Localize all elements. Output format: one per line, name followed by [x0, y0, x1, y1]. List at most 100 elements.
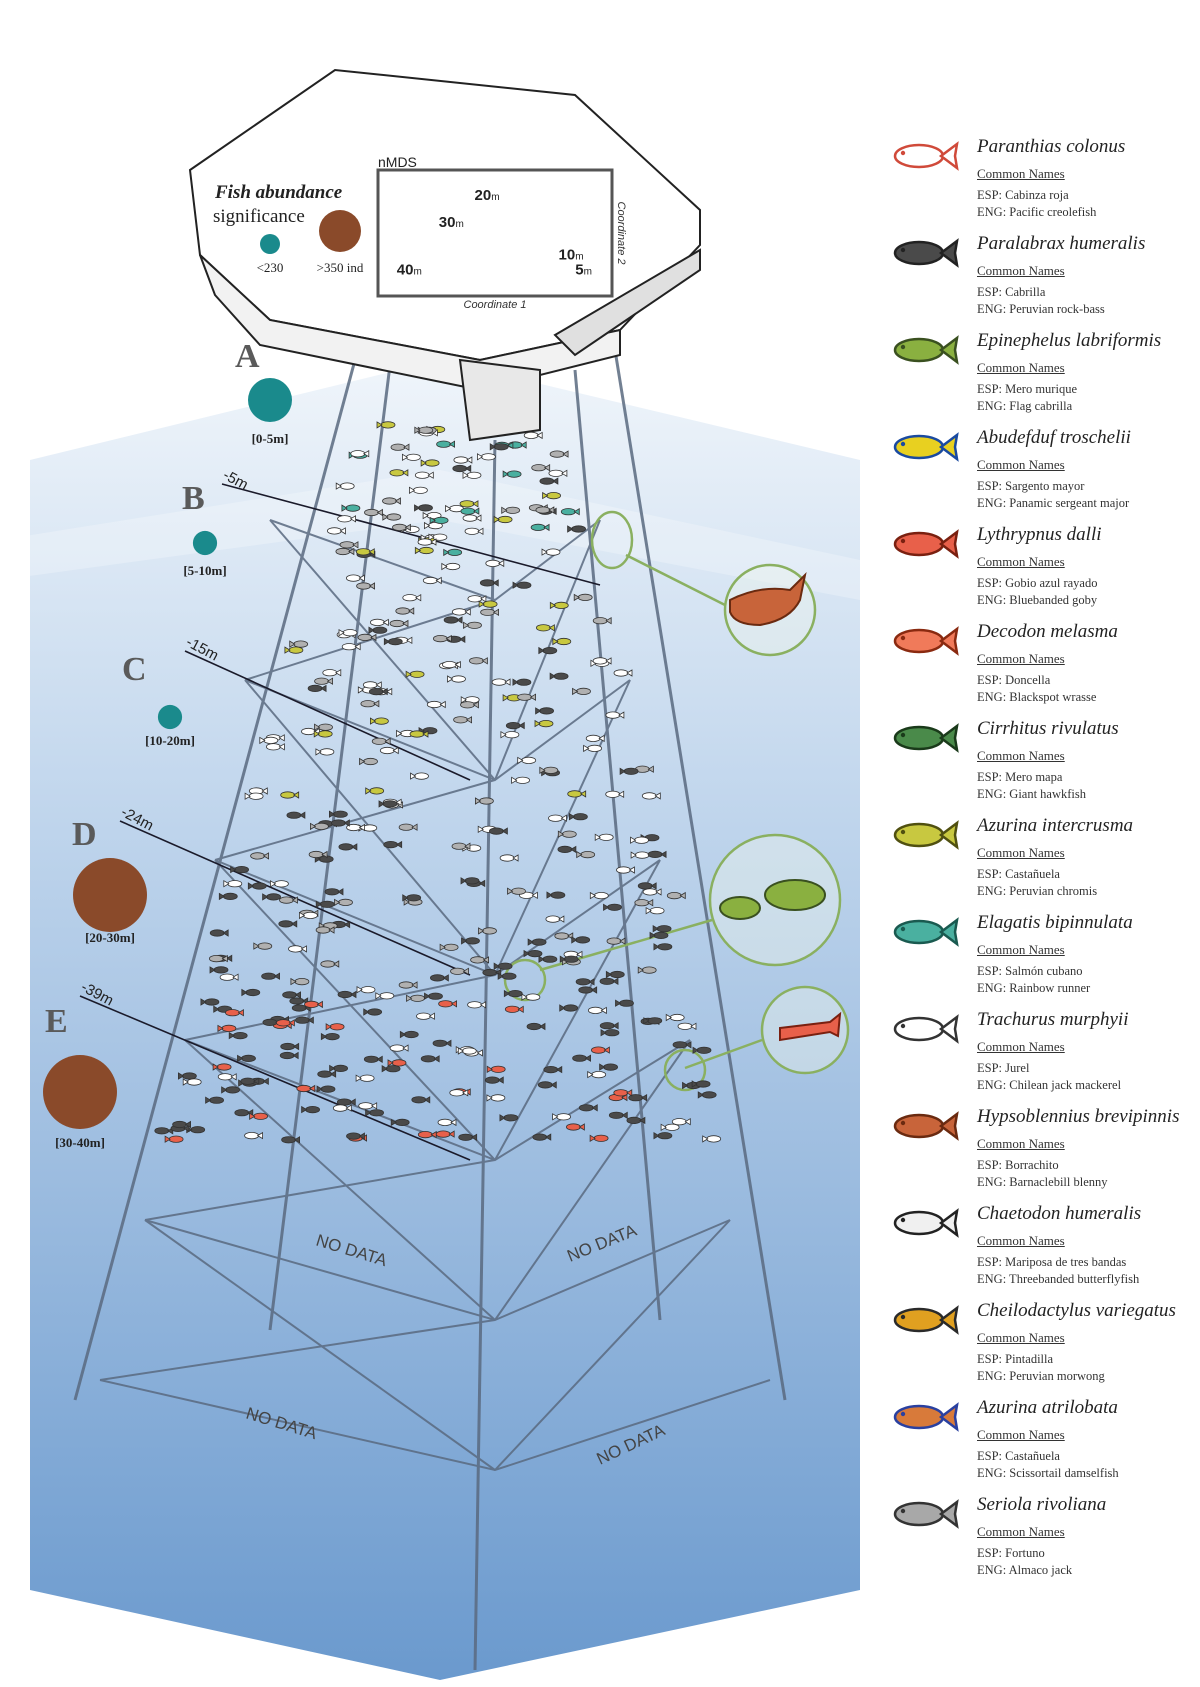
- red-goby-icon: [893, 529, 959, 559]
- swarm-fish: [390, 1118, 410, 1127]
- swarm-fish: [635, 765, 654, 773]
- swarm-fish: [447, 675, 466, 683]
- species-scientific-name: Cheilodactylus variegatus: [977, 1300, 1176, 1321]
- depth-line: [184, 650, 471, 781]
- swarm-fish: [368, 626, 388, 634]
- swarm-fish: [572, 687, 591, 696]
- swarm-fish: [491, 678, 511, 686]
- zone-depth-range: [30-40m]: [55, 1135, 105, 1150]
- species-english-name: ENG: Barnaclebill blenny: [977, 1175, 1108, 1189]
- swarm-fish: [453, 456, 473, 464]
- species-english-name: ENG: Panamic sergeant major: [977, 496, 1130, 510]
- swarm-fish: [399, 1030, 419, 1039]
- nmds-point-40m: 40m: [397, 262, 422, 279]
- swarm-fish: [269, 880, 289, 888]
- swarm-fish: [250, 852, 270, 860]
- swarm-fish: [334, 898, 353, 907]
- swarm-fish: [545, 915, 565, 923]
- swarm-fish: [369, 618, 389, 627]
- abundance-key: Fish abundance significance <230 >350 in…: [213, 182, 364, 275]
- swarm-fish: [499, 854, 519, 862]
- swarm-fish: [316, 1085, 336, 1093]
- species-english-name: ENG: Almaco jack: [977, 1563, 1073, 1577]
- swarm-fish: [637, 882, 657, 890]
- swarm-fish: [294, 1016, 314, 1024]
- swarm-fish: [253, 942, 273, 950]
- swarm-fish: [422, 576, 442, 585]
- swarm-fish: [462, 514, 482, 522]
- swarm-fish: [511, 776, 530, 785]
- swarm-fish: [383, 840, 403, 849]
- swarm-fish: [543, 1065, 563, 1074]
- species-english-name: ENG: Chilean jack mackerel: [977, 1078, 1122, 1092]
- swarm-fish: [535, 707, 554, 715]
- species-scientific-name: Trachurus murphyii: [977, 1009, 1129, 1030]
- swarm-fish: [539, 766, 559, 775]
- swarm-fish: [337, 990, 357, 999]
- swarm-fish: [228, 1031, 248, 1040]
- swarm-fish: [578, 986, 598, 994]
- swarm-fish: [531, 463, 551, 472]
- swarm-fish: [329, 1064, 349, 1073]
- common-names-heading: Common Names: [977, 166, 1065, 181]
- swarm-fish: [414, 546, 434, 555]
- swarm-fish: [395, 607, 415, 615]
- swarm-fish: [217, 1024, 237, 1033]
- swarm-fish: [592, 657, 612, 665]
- swarm-fish: [389, 1044, 409, 1052]
- zone-abundance-circle: [248, 378, 292, 422]
- swarm-fish: [691, 1080, 711, 1088]
- species-scientific-name: Epinephelus labriformis: [977, 330, 1162, 351]
- swarm-fish: [560, 507, 580, 516]
- swarm-fish: [261, 972, 281, 980]
- swarm-fish: [488, 827, 508, 835]
- nmds-point-unit: m: [455, 219, 463, 230]
- swarm-fish: [559, 955, 579, 963]
- species-spanish-name: ESP: Mero murique: [977, 382, 1077, 396]
- swarm-fish: [417, 1130, 437, 1139]
- swarm-fish: [548, 469, 568, 478]
- swarm-fish: [281, 1136, 301, 1144]
- small-abundance-circle: [260, 234, 280, 254]
- swarm-fish: [449, 1089, 469, 1097]
- swarm-fish: [653, 943, 673, 951]
- swarm-fish: [355, 548, 375, 556]
- swarm-fish: [502, 470, 522, 478]
- swarm-fish: [637, 966, 657, 974]
- swarm-fish: [463, 621, 482, 630]
- swarm-fish: [414, 471, 434, 479]
- swarm-fish: [341, 504, 361, 512]
- swarm-fish: [532, 1133, 552, 1141]
- depth-line: [79, 995, 471, 1161]
- swarm-fish: [200, 998, 220, 1006]
- swarm-fish: [645, 906, 665, 915]
- common-names-heading: Common Names: [977, 263, 1065, 278]
- swarm-fish: [589, 891, 609, 900]
- swarm-fish: [460, 877, 480, 885]
- swarm-fish: [359, 757, 378, 766]
- common-names-heading: Common Names: [977, 1330, 1065, 1345]
- swarm-fish: [486, 1094, 506, 1102]
- swarm-fish: [443, 548, 463, 557]
- species-english-name: ENG: Peruvian chromis: [977, 884, 1098, 898]
- species-spanish-name: ESP: Sargento mayor: [977, 479, 1085, 493]
- nmds-point-20m: 20m: [475, 187, 500, 204]
- swarm-fish: [649, 931, 669, 940]
- brown-blenny-icon: [893, 1111, 959, 1141]
- callout-blenny-origin: [590, 510, 634, 570]
- swarm-fish: [405, 670, 425, 679]
- species-scientific-name: Azurina intercrusma: [977, 815, 1134, 836]
- swarm-fish: [330, 819, 350, 827]
- swarm-fish: [402, 894, 422, 902]
- swarm-fish: [280, 1042, 300, 1051]
- swarm-fish: [534, 719, 554, 728]
- swarm-fish: [439, 943, 459, 952]
- swarm-fish: [451, 842, 471, 850]
- species-spanish-name: ESP: Cabrilla: [977, 285, 1046, 299]
